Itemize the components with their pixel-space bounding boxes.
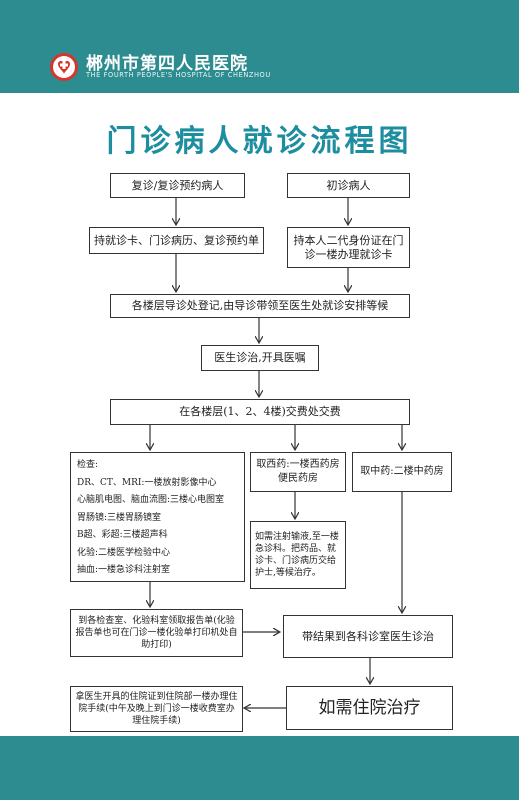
- chinese-medicine-box: 取中药:二楼中药房: [352, 452, 452, 492]
- western-medicine-box: 取西药:一楼西药房便民药房: [250, 452, 346, 492]
- examination-item: 抽血:一楼急诊科注射室: [77, 565, 171, 575]
- hospital-name-en: THE FOURTH PEOPLE'S HOSPITAL OF CHENZHOU: [86, 71, 271, 79]
- hospitalization-procedure-box: 拿医生开具的住院证到住院部一楼办理住院手续(中午及晚上到门诊一楼收费室办理住院手…: [70, 686, 243, 732]
- page-title: 门诊病人就诊流程图: [106, 124, 413, 159]
- examination-item: 胃肠镜:三楼胃肠镜室: [77, 512, 162, 523]
- register-box: 各楼层导诊处登记,由导诊带领至医生处就诊安排等候: [110, 294, 410, 318]
- return-docs-box: 持就诊卡、门诊病历、复诊预约单: [89, 227, 264, 254]
- first-docs-box: 持本人二代身份证在门诊一楼办理就诊卡: [287, 227, 410, 268]
- examination-item: B超、彩超:三楼超声科: [77, 530, 168, 540]
- hospitalization-box: 如需住院治疗: [286, 686, 453, 730]
- payment-box: 在各楼层(1、2、4楼)交费处交费: [110, 399, 410, 425]
- return-patient-box: 复诊/复诊预约病人: [110, 173, 245, 198]
- examination-list: 检查: DR、CT、MRI:一楼放射影像中心 心脑肌电图、脑血流图:三楼心电图室…: [70, 452, 245, 582]
- infusion-box: 如需注射输液,至一楼急诊科。把药品、就诊卡、门诊病历交给护士,等候治疗。: [250, 521, 346, 589]
- examination-item: 心脑肌电图、脑血流图:三楼心电图室: [77, 495, 225, 505]
- first-patient-box: 初诊病人: [287, 173, 410, 198]
- examination-item: 化验:二楼医学检验中心: [77, 547, 171, 558]
- examination-item: DR、CT、MRI:一楼放射影像中心: [77, 477, 217, 488]
- diagnosis-box: 医生诊治,开具医嘱: [201, 345, 319, 371]
- footer-band: [0, 736, 519, 800]
- hospital-name-cn: 郴州市第四人民医院: [86, 54, 248, 74]
- header-band: 郴州市第四人民医院 THE FOURTH PEOPLE'S HOSPITAL O…: [0, 0, 519, 93]
- report-pickup-box: 到各检查室、化验科室领取报告单(化验报告单也可在门诊一楼化验单打印机处自助打印): [70, 609, 243, 657]
- examination-heading: 检查:: [77, 460, 99, 470]
- results-return-box: 带结果到各科诊室医生诊治: [283, 615, 453, 658]
- hospital-logo-icon: [50, 53, 78, 81]
